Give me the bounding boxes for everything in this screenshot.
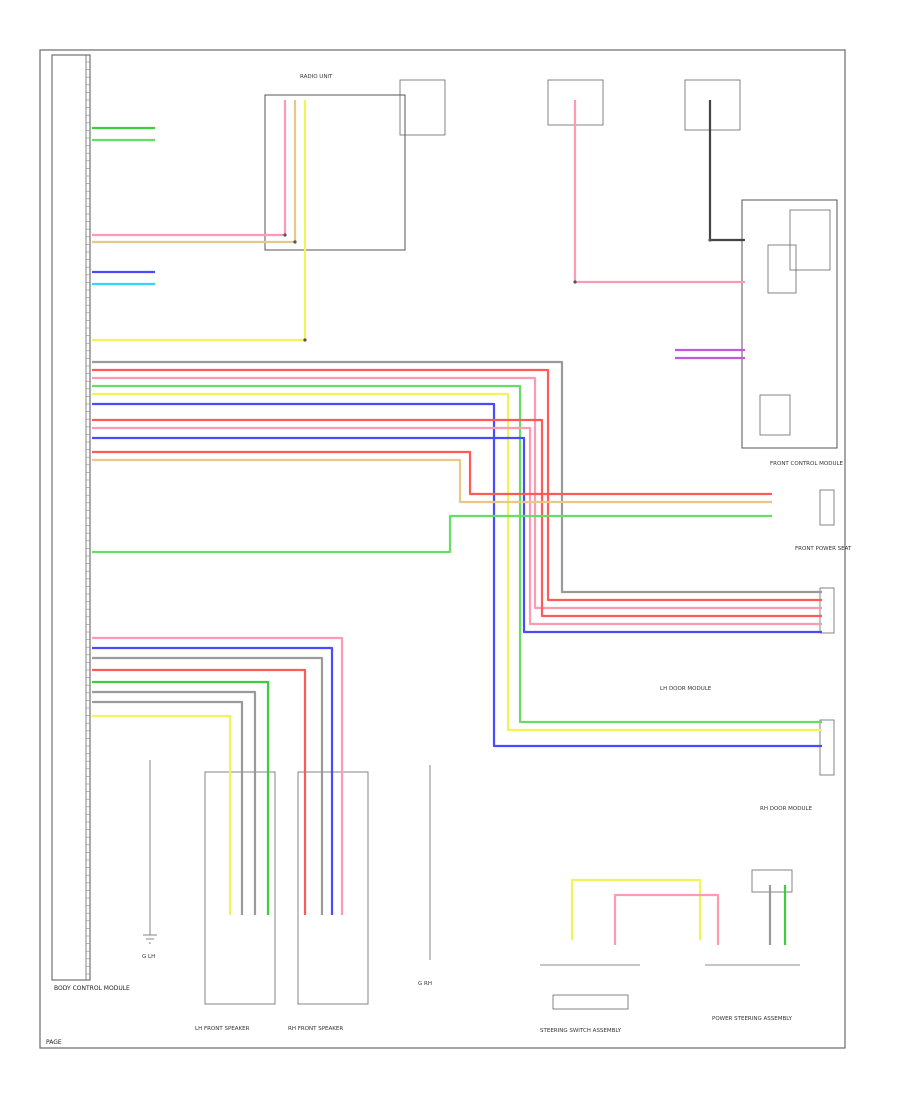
- connector-r2: [819, 587, 835, 634]
- front-ecu-box: [741, 199, 838, 449]
- main-ecu-label: BODY CONTROL MODULE: [54, 985, 130, 992]
- ground-lh-icon: [143, 760, 157, 944]
- wire-bus-red-1: [92, 368, 822, 602]
- power-steering-assembly-label: POWER STEERING ASSEMBLY: [712, 1016, 793, 1022]
- main-ecu-pin-column: [86, 61, 90, 975]
- wire-bus-gray: [92, 360, 822, 594]
- rh-door-module-label: RH DOOR MODULE: [760, 806, 813, 812]
- wire-bus-blue-1: [92, 402, 822, 748]
- wire-sw-yellow: [570, 878, 702, 940]
- main-ecu-connector: [51, 54, 91, 981]
- wire-radio-pink: [92, 100, 287, 237]
- power-steering-connector: [751, 869, 793, 893]
- wire-bus-green: [92, 514, 772, 554]
- wire-bus-pink-2: [92, 426, 822, 626]
- lh-front-speaker-label: LH FRONT SPEAKER: [195, 1026, 250, 1032]
- wire-spk-gray: [92, 656, 324, 915]
- wire-spk-green: [92, 680, 270, 915]
- rh-front-speaker-label: RH FRONT SPEAKER: [288, 1026, 343, 1032]
- wire-spk-gray2: [92, 690, 257, 915]
- lh-door-module-label: LH DOOR MODULE: [660, 686, 712, 692]
- wire-sw-pink: [613, 893, 720, 945]
- wire-spk-yellow: [92, 714, 232, 915]
- ground-rh-label: G RH: [418, 981, 432, 987]
- wire-bus-red-2: [92, 418, 822, 618]
- diagram-frame: [39, 49, 846, 1049]
- front-power-seat-label: FRONT POWER SEAT: [795, 546, 852, 552]
- radio-unit-label: RADIO UNIT: [300, 74, 333, 80]
- wire-layer: [92, 100, 822, 945]
- page-ref-label: PAGE: [46, 1039, 62, 1046]
- splice-dot: [303, 338, 307, 342]
- wire-fuse-pink: [573, 100, 745, 284]
- connector-r1: [819, 489, 835, 526]
- splice-dot: [293, 240, 297, 244]
- front-ecu-inner-low: [759, 394, 791, 436]
- wire-spk-gray3: [92, 700, 244, 915]
- front-ecu-label: FRONT CONTROL MODULE: [770, 461, 844, 467]
- steering-switch-label: STEERING SWITCH ASSEMBLY: [540, 1028, 622, 1034]
- ground-lh-label: G LH: [142, 954, 155, 960]
- wire-bus-red-3: [92, 450, 772, 496]
- wire-bus-yellow: [92, 392, 822, 732]
- lh-speaker-box: [204, 771, 276, 1005]
- wire-spk-blue: [92, 646, 334, 915]
- wire-spk-red: [92, 668, 307, 915]
- wire-bus-ltgrn: [92, 384, 822, 724]
- top-fuse-block-1: [399, 79, 446, 136]
- radio-unit-box: [264, 94, 406, 251]
- steering-switch-box: [552, 994, 629, 1010]
- wire-spk-pink: [92, 636, 344, 915]
- wire-bus-blue-2: [92, 436, 822, 634]
- splice-dot: [708, 238, 712, 242]
- splice-dot: [573, 280, 577, 284]
- wire-bus-tan: [92, 458, 772, 504]
- top-fuse-block-3: [684, 79, 741, 131]
- front-ecu-inner-top: [789, 209, 831, 271]
- connector-r3: [819, 719, 835, 776]
- wire-radio-yellow: [92, 100, 307, 342]
- front-ecu-inner-mid: [767, 244, 797, 294]
- splice-dot: [283, 233, 287, 237]
